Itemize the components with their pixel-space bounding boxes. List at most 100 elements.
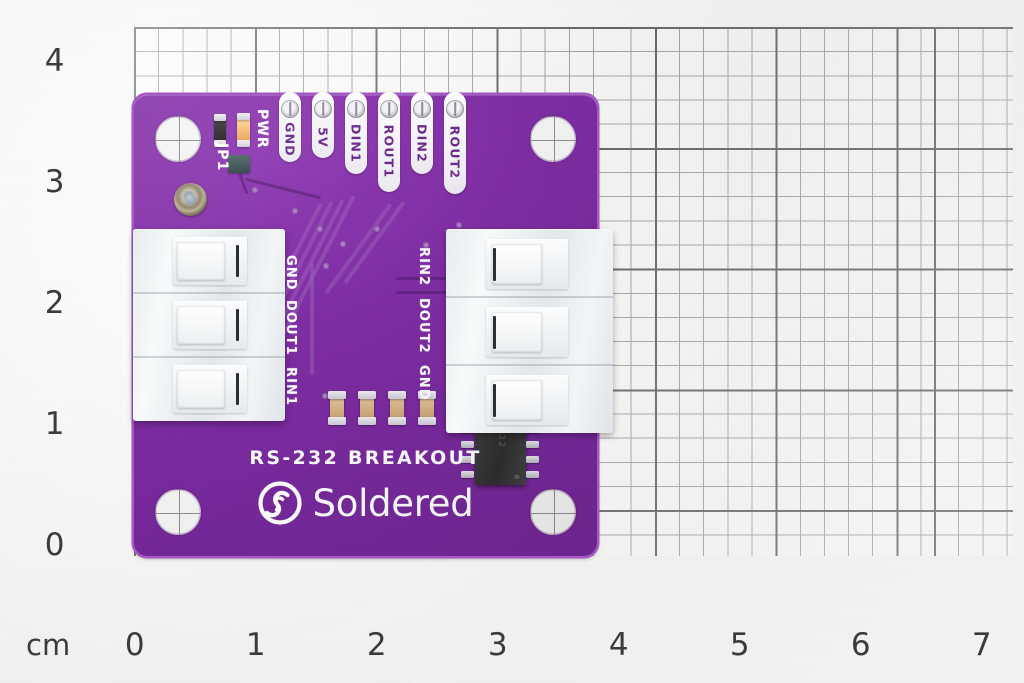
terminal-left-slot-1 — [236, 245, 239, 277]
smd-cap-2 — [360, 395, 374, 421]
via-8 — [323, 263, 329, 269]
smd-cap-4-pad-b — [418, 417, 436, 425]
smd-cap-1 — [330, 395, 344, 421]
pin-hole-din1 — [347, 100, 365, 118]
terminal-right-slot-3 — [493, 384, 496, 417]
silk-label-pwr: PWR — [254, 109, 270, 149]
terminal-left-slot-2 — [236, 309, 239, 341]
terminal-right-cell-3[interactable] — [486, 375, 568, 425]
pin-label-gnd: GND — [282, 122, 298, 157]
pwr-pad-left-2 — [214, 140, 226, 147]
terminal-right-screw-1[interactable] — [492, 244, 542, 284]
pin-pad-din1[interactable]: DIN1 — [345, 92, 367, 174]
terminal-left-cell-2[interactable] — [173, 301, 247, 349]
ruler-y-tick-0: 0 — [44, 527, 65, 563]
mounting-hole-top-right — [530, 116, 576, 162]
terminal-right-slot-2 — [493, 316, 496, 349]
pin-pad-rout2[interactable]: ROUT2 — [444, 92, 466, 194]
pin-label-din1: DIN1 — [348, 124, 364, 163]
ruler-y-tick-1: 1 — [44, 406, 65, 442]
pin-pad-gnd[interactable]: GND — [279, 92, 301, 162]
smd-cap-3 — [390, 395, 404, 421]
via-2 — [292, 208, 298, 214]
ic-pin1-dot — [514, 473, 520, 479]
terminal-left-screw-1[interactable] — [177, 242, 225, 280]
terminal-left-seam-1 — [133, 292, 285, 294]
ruler-unit-label-y: cm — [26, 628, 71, 662]
terminal-right-screw-2[interactable] — [492, 312, 542, 352]
via-5 — [374, 226, 380, 232]
silk-label-dout2: DOUT2 — [416, 298, 431, 354]
via-4 — [340, 241, 346, 247]
terminal-left-slot-3 — [236, 373, 239, 405]
mounting-hole-bottom-right — [530, 489, 576, 535]
ic-pin-l7 — [461, 456, 474, 463]
ruler-x-tick-6: 6 — [850, 627, 872, 663]
pwr-pad-left — [214, 114, 226, 121]
silk-label-jp1: JP1 — [214, 143, 230, 172]
mounting-hole-top-left — [155, 116, 201, 162]
pin-label-rout2: ROUT2 — [447, 125, 463, 180]
pin-pad-rout1[interactable]: ROUT1 — [378, 92, 400, 192]
trace-gnd-vertical — [310, 263, 314, 375]
via-11 — [322, 393, 328, 399]
silk-label-rin2: RIN2 — [416, 247, 431, 287]
smd-cap-4-pad-t — [418, 391, 436, 399]
pin-hole-rout1 — [380, 100, 398, 118]
trace-bus-6 — [343, 201, 406, 285]
ruler-x-tick-5: 5 — [729, 627, 751, 663]
ruler-y-tick-2: 2 — [44, 285, 65, 321]
terminal-left-cell-3[interactable] — [173, 365, 247, 413]
terminal-left-screw-2[interactable] — [177, 306, 225, 344]
gold-test-pad — [174, 183, 207, 216]
smd-cap-4 — [420, 395, 434, 421]
via-3 — [317, 226, 323, 232]
silk-label-gnd-right: GND — [416, 365, 431, 401]
ruler-y-tick-4: 4 — [44, 43, 65, 79]
ic-pin-l8 — [461, 471, 474, 478]
smd-cap-1-pad-b — [328, 417, 346, 425]
board-title: RS-232 BREAKOUT — [249, 447, 482, 469]
via-7 — [456, 222, 462, 228]
ruler-x-tick-7: 7 — [971, 627, 993, 663]
terminal-right-slot-1 — [493, 248, 496, 281]
terminal-block-right[interactable] — [446, 229, 613, 433]
terminal-block-left[interactable] — [133, 229, 285, 421]
terminal-right-seam-1 — [446, 296, 613, 298]
pin-label-din2: DIN2 — [414, 124, 430, 163]
pin-label-rout1: ROUT1 — [381, 124, 397, 179]
silk-label-rin1: RIN1 — [283, 367, 298, 407]
terminal-right-cell-1[interactable] — [486, 239, 568, 289]
terminal-right-cell-2[interactable] — [486, 307, 568, 357]
terminal-right-seam-2 — [446, 364, 613, 366]
mounting-hole-bottom-left — [155, 489, 201, 535]
smd-cap-1-pad-t — [328, 391, 346, 399]
ruler-x-tick-0: 0 — [124, 627, 146, 663]
terminal-left-seam-2 — [133, 356, 285, 358]
pin-label-5v: 5V — [315, 127, 331, 148]
trace-rin2-a — [396, 277, 466, 280]
soldered-logo-icon — [257, 481, 302, 525]
pin-pad-din2[interactable]: DIN2 — [411, 92, 433, 174]
graph-grid-right — [613, 27, 1013, 556]
brand-name: Soldered — [312, 481, 474, 525]
terminal-right-screw-3[interactable] — [492, 380, 542, 420]
ruler-x-tick-4: 4 — [608, 627, 630, 663]
smd-cap-3-pad-b — [388, 417, 406, 425]
terminal-left-screw-3[interactable] — [177, 370, 225, 408]
ruler-x-tick-3: 3 — [487, 627, 509, 663]
ic-pin-l6 — [461, 441, 474, 448]
pwr-pad-right — [237, 113, 250, 120]
pin-hole-5v — [314, 100, 332, 118]
pin-hole-gnd — [281, 100, 299, 118]
pin-pad-5v[interactable]: 5V — [312, 92, 334, 158]
pwr-resistor — [214, 119, 226, 141]
via-1 — [252, 187, 258, 193]
ic-pin-r7 — [526, 456, 539, 463]
gold-test-pad-hole — [185, 194, 196, 205]
smd-cap-2-pad-t — [358, 391, 376, 399]
terminal-left-cell-1[interactable] — [173, 237, 247, 285]
ruler-x-tick-2: 2 — [366, 627, 388, 663]
pwr-led — [237, 118, 250, 142]
